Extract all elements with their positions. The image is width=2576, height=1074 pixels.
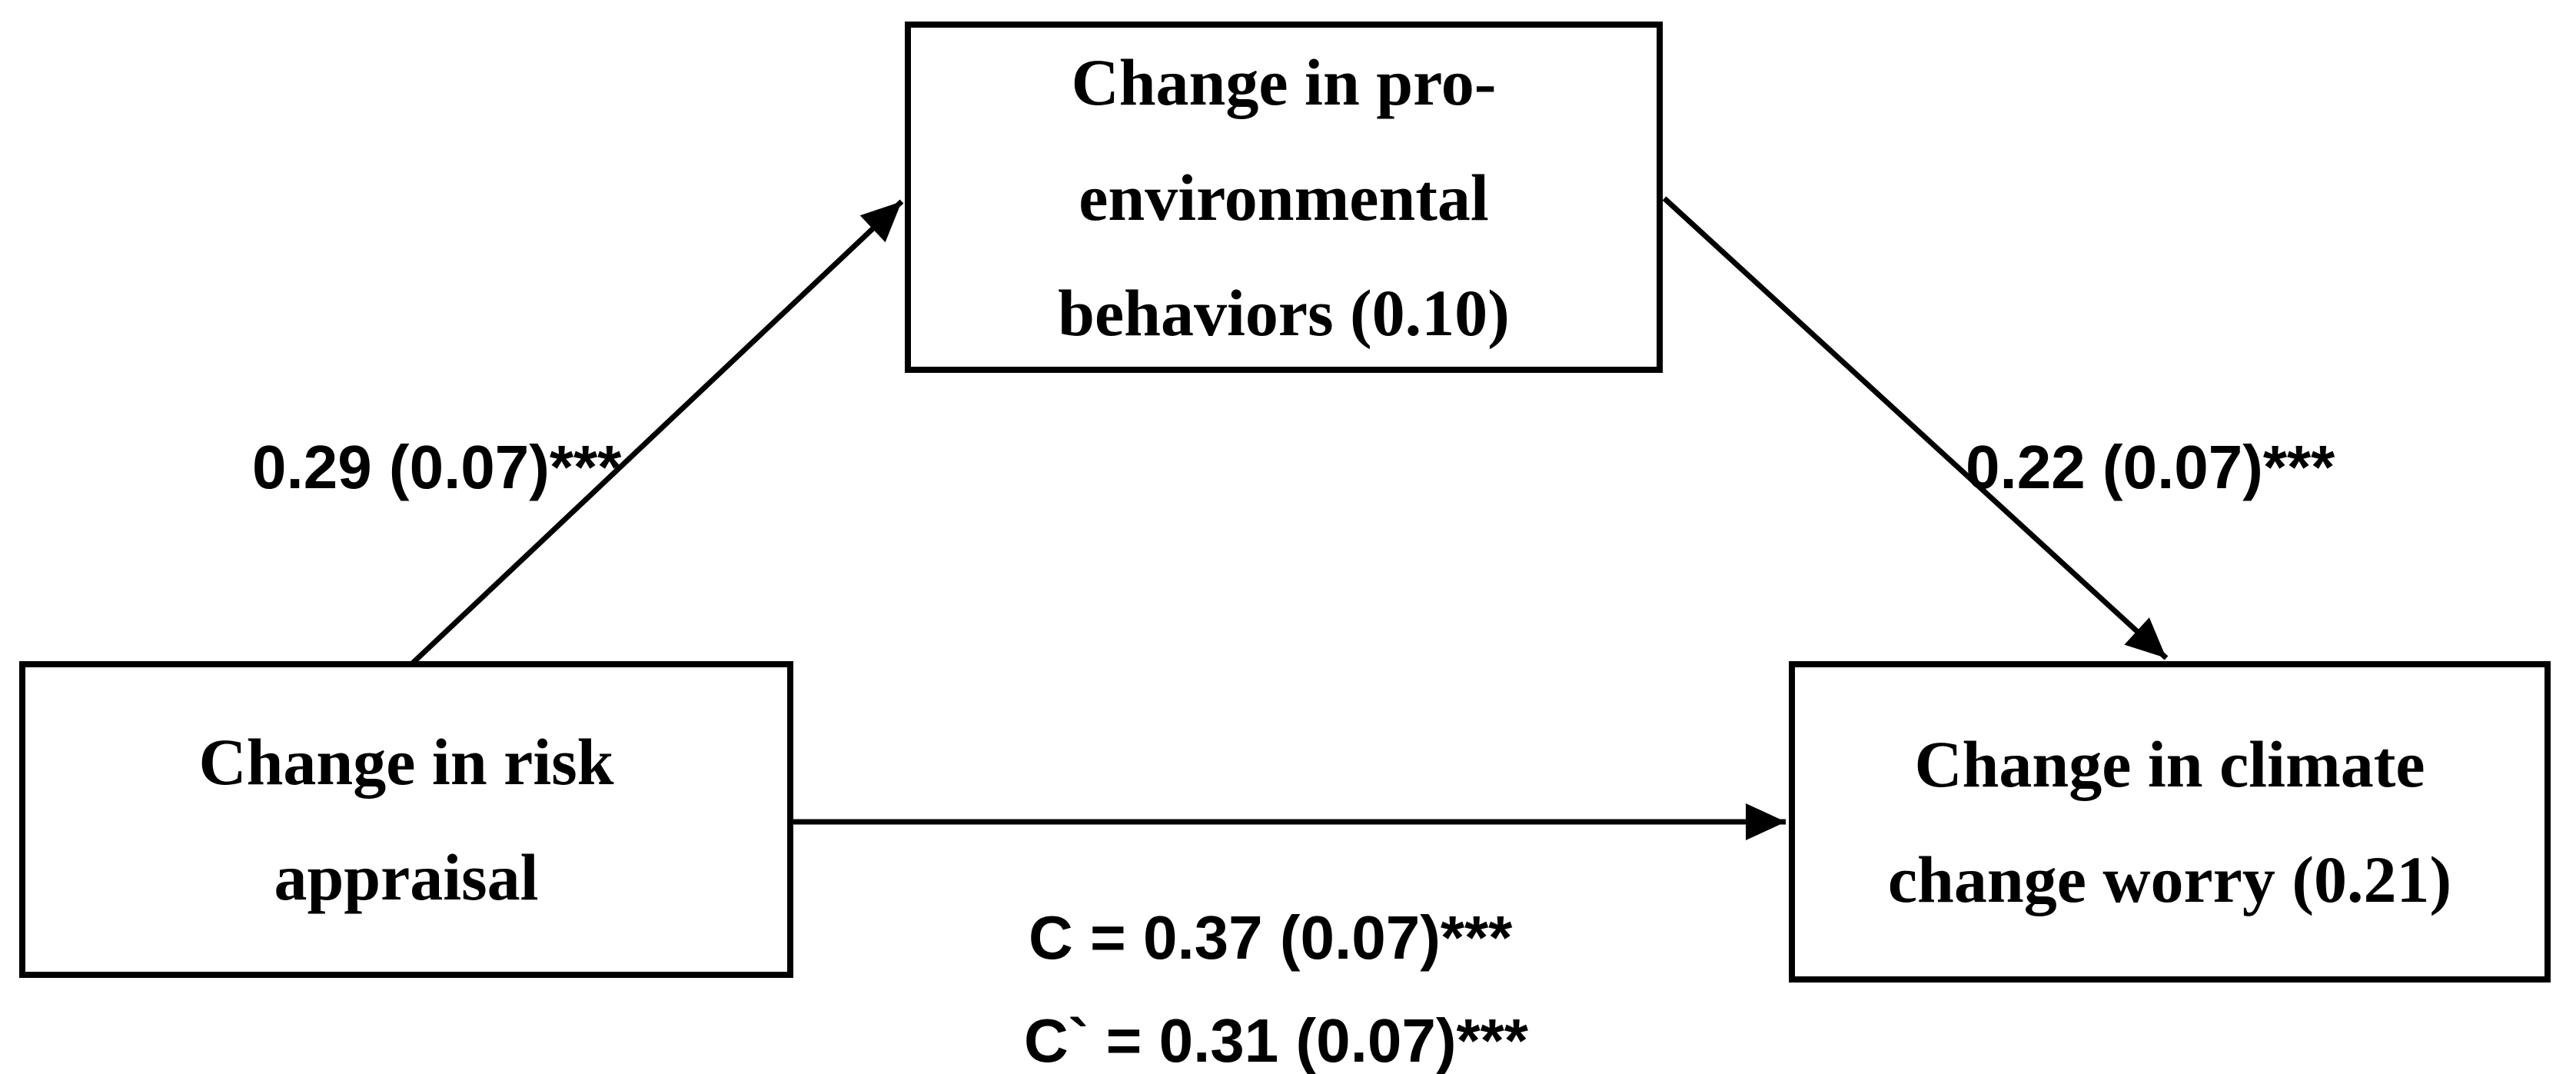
box-text-line: behaviors (0.10) (1058, 275, 1510, 350)
box-text-line: appraisal (274, 840, 539, 914)
box-text-line: environmental (1079, 160, 1489, 234)
box-pro-environmental-behaviors: Change in pro- environmental behaviors (… (905, 22, 1663, 373)
box-text-line: Change in risk (198, 725, 614, 799)
box-text-line: Change in pro- (1071, 45, 1497, 119)
label-total-effect-coefficient: C = 0.37 (0.07)*** (1029, 903, 1513, 972)
box-climate-change-worry: Change in climate change worry (0.21) (1789, 661, 2551, 983)
arrow-mediator-to-outcome (1662, 196, 2169, 660)
label-path-a-coefficient: 0.29 (0.07)*** (252, 433, 622, 501)
box-text-line: Change in climate (1914, 727, 2425, 801)
box-text-line: change worry (0.21) (1887, 843, 2452, 916)
arrow-predictor-to-mediator (407, 199, 904, 668)
box-risk-appraisal: Change in risk appraisal (19, 661, 793, 978)
label-path-b-coefficient: 0.22 (0.07)*** (1966, 433, 2335, 501)
label-direct-effect-coefficient: C` = 0.31 (0.07)*** (1024, 1006, 1528, 1074)
